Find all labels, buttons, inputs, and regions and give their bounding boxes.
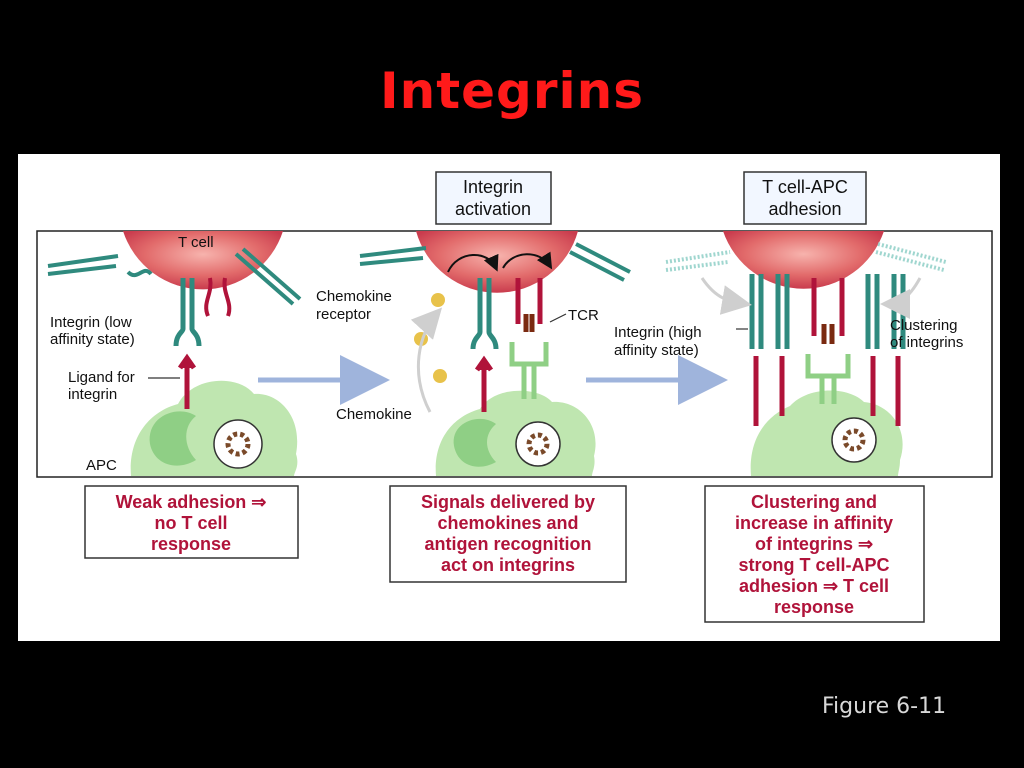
label-ligand: integrin: [68, 386, 117, 403]
header-line: adhesion: [768, 199, 841, 219]
tcell-body: [723, 231, 884, 289]
caption-line: response: [774, 597, 854, 617]
caption-clustering: Clustering and increase in affinity of i…: [704, 485, 925, 623]
label-tcell: T cell: [178, 234, 214, 251]
label-chemokine-receptor: receptor: [316, 306, 371, 323]
slide-title: Integrins: [380, 62, 644, 120]
caption-line: Clustering and: [751, 492, 877, 512]
label-apc: APC: [86, 457, 117, 474]
caption-line: strong T cell-APC: [738, 555, 889, 575]
figure-label: Figure 6-11: [822, 694, 947, 719]
caption-line: chemokines and: [437, 513, 578, 533]
caption-line: Weak adhesion ⇒: [116, 492, 267, 512]
header-tcell-apc-adhesion: T cell-APC adhesion: [743, 171, 867, 225]
antigen-vesicle: [213, 419, 263, 469]
label-integrin-low: affinity state): [50, 331, 135, 348]
label-chemokine-receptor: Chemokine: [316, 288, 392, 305]
apc-nucleus: [149, 411, 196, 466]
header-line: Integrin: [463, 177, 523, 197]
label-ligand: Ligand for: [68, 369, 135, 386]
chemokine-dot: [433, 369, 447, 383]
diagram-panel: Integrin activation T cell-APC adhesion …: [18, 154, 1000, 641]
caption-line: Signals delivered by: [421, 492, 595, 512]
label-chemokine: Chemokine: [336, 406, 412, 423]
tcell-body: [123, 231, 283, 290]
label-integrin-low: Integrin (low: [50, 314, 132, 331]
caption-line: of integrins ⇒: [755, 534, 873, 554]
header-integrin-activation: Integrin activation: [435, 171, 552, 225]
label-clustering: of integrins: [890, 334, 963, 351]
panel-weak-adhesion: [47, 231, 302, 476]
label-integrin-high: affinity state): [614, 342, 699, 359]
chemokine-dot: [431, 293, 445, 307]
caption-line: response: [151, 534, 231, 554]
header-line: activation: [455, 199, 531, 219]
header-line: T cell-APC: [762, 177, 848, 197]
caption-line: antigen recognition: [424, 534, 591, 554]
caption-line: act on integrins: [441, 555, 575, 575]
caption-line: no T cell: [154, 513, 227, 533]
integrin-diagram: Integrin activation T cell-APC adhesion …: [36, 171, 993, 623]
apc-body: [750, 390, 903, 476]
tcell-body: [416, 231, 578, 293]
caption-line: adhesion ⇒ T cell: [739, 576, 889, 596]
panel-tcell-apc-adhesion: [665, 231, 947, 476]
caption-weak-adhesion: Weak adhesion ⇒ no T cell response: [84, 485, 299, 559]
label-tcr: TCR: [568, 307, 599, 324]
caption-line: increase in affinity: [735, 513, 893, 533]
label-clustering: Clustering: [890, 317, 958, 334]
label-integrin-high: Integrin (high: [614, 324, 702, 341]
panel-integrin-activation: [359, 231, 631, 476]
caption-signals: Signals delivered by chemokines and anti…: [389, 485, 627, 583]
